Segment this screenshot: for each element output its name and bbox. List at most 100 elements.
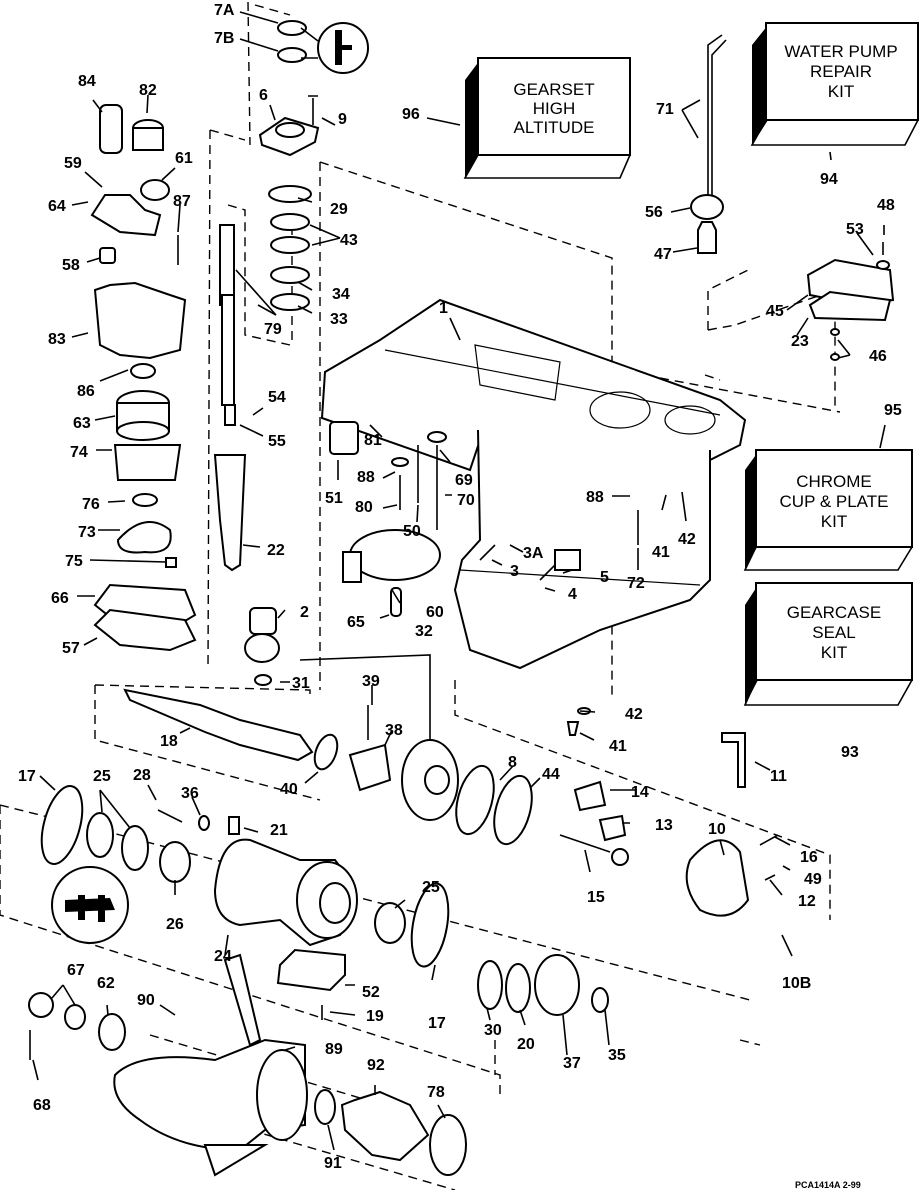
callout-labels: 7A 7B 84 82 6 9 59 61 64 87 58 83 29 43 … — [18, 2, 902, 1190]
kit-label-line: GEARSET — [513, 80, 594, 99]
callout-80: 80 — [355, 499, 373, 516]
callout-49: 49 — [804, 871, 822, 888]
callout-61: 61 — [175, 150, 193, 167]
gearcase-housing — [320, 298, 747, 670]
kit-label-line: REPAIR — [810, 62, 872, 81]
kit-label-line: HIGH — [533, 99, 576, 118]
callout-69: 69 — [455, 472, 473, 489]
callout-18: 18 — [160, 733, 178, 750]
callout-12: 12 — [798, 893, 816, 910]
callout-73: 73 — [78, 524, 96, 541]
callout-70: 70 — [457, 492, 475, 509]
callout-23: 23 — [791, 333, 809, 350]
callout-35: 35 — [608, 1047, 626, 1064]
callout-47: 47 — [654, 246, 672, 263]
kit-box-chrome-cup-plate: CHROME CUP & PLATE KIT — [743, 449, 913, 571]
callout-83: 83 — [48, 331, 66, 348]
callout-17-lower: 17 — [428, 1015, 446, 1032]
callout-93: 93 — [841, 744, 859, 761]
part-glyphs — [28, 20, 895, 1177]
kit-label-line: GEARCASE — [787, 603, 881, 622]
callout-84: 84 — [78, 73, 96, 90]
callout-8: 8 — [508, 754, 517, 771]
callout-53: 53 — [846, 221, 864, 238]
kit-label-line: WATER PUMP — [784, 42, 897, 61]
callout-72: 72 — [627, 575, 645, 592]
callout-9: 9 — [338, 111, 347, 128]
kit-label-line: ALTITUDE — [514, 118, 595, 137]
callout-92: 92 — [367, 1057, 385, 1074]
kit-label-line: SEAL — [812, 623, 855, 642]
callout-6: 6 — [259, 87, 268, 104]
callout-46: 46 — [869, 348, 887, 365]
callout-59: 59 — [64, 155, 82, 172]
callout-52: 52 — [362, 984, 380, 1001]
callout-48: 48 — [877, 197, 895, 214]
callout-1: 1 — [439, 300, 448, 317]
callout-42: 42 — [678, 531, 696, 548]
callout-95: 95 — [884, 402, 902, 419]
callout-87: 87 — [173, 193, 191, 210]
callout-42-lower: 42 — [625, 706, 643, 723]
callout-50: 50 — [403, 523, 421, 540]
callout-17: 17 — [18, 768, 36, 785]
callout-44: 44 — [542, 766, 560, 783]
callout-51: 51 — [325, 490, 343, 507]
callout-16: 16 — [800, 849, 818, 866]
callout-21: 21 — [270, 822, 288, 839]
callout-28: 28 — [133, 767, 151, 784]
callout-25: 25 — [93, 768, 111, 785]
callout-26: 26 — [166, 916, 184, 933]
callout-4: 4 — [568, 586, 577, 603]
callout-30: 30 — [484, 1022, 502, 1039]
callout-55: 55 — [268, 433, 286, 450]
callout-89: 89 — [325, 1041, 343, 1058]
kit-label-line: KIT — [821, 512, 847, 531]
callout-3: 3 — [510, 563, 519, 580]
callout-65: 65 — [347, 614, 365, 631]
callout-75: 75 — [65, 553, 83, 570]
callout-96: 96 — [402, 106, 420, 123]
callout-10: 10 — [708, 821, 726, 838]
callout-62: 62 — [97, 975, 115, 992]
callout-32: 32 — [415, 623, 433, 640]
leader-lines — [32, 11, 886, 1151]
callout-31: 31 — [292, 675, 310, 692]
callout-40: 40 — [280, 781, 298, 798]
callout-90: 90 — [137, 992, 155, 1009]
callout-25-lower: 25 — [422, 879, 440, 896]
callout-15: 15 — [587, 889, 605, 906]
callout-37: 37 — [563, 1055, 581, 1072]
callout-39: 39 — [362, 673, 380, 690]
callout-45: 45 — [766, 303, 784, 320]
callout-41: 41 — [652, 544, 670, 561]
callout-54: 54 — [268, 389, 286, 406]
callout-74: 74 — [70, 444, 88, 461]
callout-66: 66 — [51, 590, 69, 607]
callout-5: 5 — [600, 569, 609, 586]
callout-63: 63 — [73, 415, 91, 432]
callout-36: 36 — [181, 785, 199, 802]
callout-88: 88 — [357, 469, 375, 486]
callout-81: 81 — [364, 432, 382, 449]
callout-41-lower: 41 — [609, 738, 627, 755]
callout-64: 64 — [48, 198, 66, 215]
callout-7B: 7B — [214, 30, 234, 47]
kit-box-gearcase-seal: GEARCASE SEAL KIT — [743, 582, 913, 706]
callout-19: 19 — [366, 1008, 384, 1025]
callout-22: 22 — [267, 542, 285, 559]
callout-13: 13 — [655, 817, 673, 834]
callout-33: 33 — [330, 311, 348, 328]
callout-60: 60 — [426, 604, 444, 621]
callout-86: 86 — [77, 383, 95, 400]
kit-label-line: KIT — [828, 82, 854, 101]
callout-20: 20 — [517, 1036, 535, 1053]
callout-29: 29 — [330, 201, 348, 218]
callout-24: 24 — [214, 948, 232, 965]
callout-43: 43 — [340, 232, 358, 249]
kit-label-line: KIT — [821, 643, 847, 662]
callout-2: 2 — [300, 604, 309, 621]
callout-67: 67 — [67, 962, 85, 979]
callout-7A: 7A — [214, 2, 235, 19]
